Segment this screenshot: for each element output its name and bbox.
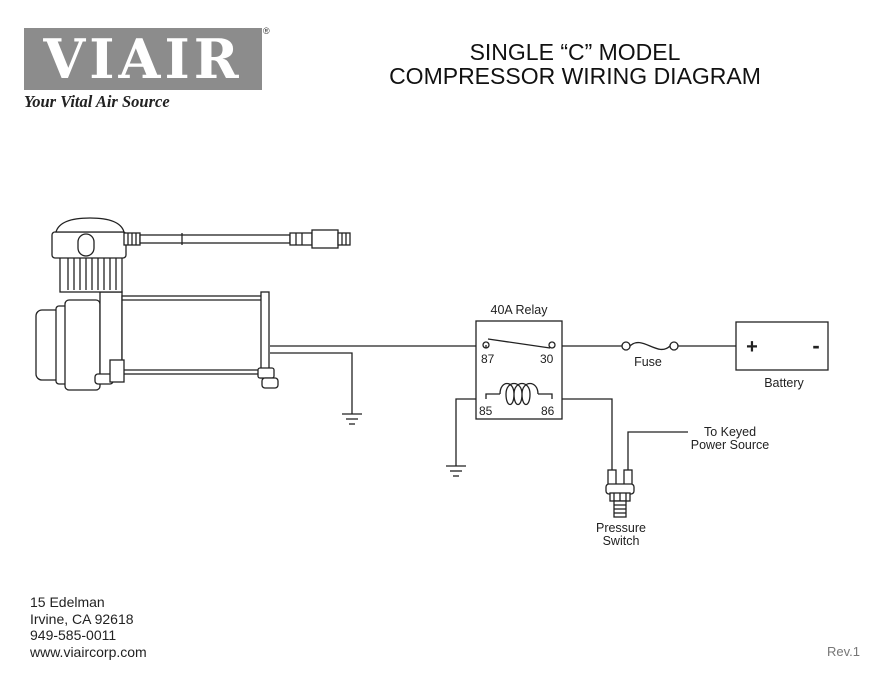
battery-label: Battery [764,376,804,390]
battery-icon [735,321,829,371]
viair-logo: VIAIR ® Your Vital Air Source [24,26,274,112]
title-line-1: SINGLE “C” MODEL [469,39,681,65]
wires [270,345,736,472]
address-city: Irvine, CA 92618 [30,610,134,627]
address-web: www.viaircorp.com [30,643,147,660]
logo-wordmark: VIAIR [43,27,243,91]
registered-mark: ® [263,26,270,36]
switch-label-line-2: Switch [603,534,640,548]
relay-pin-86: 86 [541,404,555,418]
wire-compressor-ground [270,352,353,414]
battery-plus: + [746,336,758,358]
compressor-icon [35,217,351,391]
keyed-power-line-1: To Keyed [704,425,756,439]
fuse-label: Fuse [634,355,662,369]
relay-label: 40A Relay [491,303,549,317]
revision-label: Rev.1 [827,644,860,659]
fuse-icon [621,341,679,351]
company-address: 15 Edelman Irvine, CA 92618 949-585-0011… [30,594,147,660]
ground-icon [342,413,362,425]
logo-box [24,28,262,90]
wire-keyed-power [627,431,688,472]
relay-pin-87: 87 [481,352,495,366]
logo-tagline: Your Vital Air Source [24,92,170,111]
relay-pin-85: 85 [479,404,493,418]
keyed-power-line-2: Power Source [691,438,770,452]
diagram-title: SINGLE “C” MODEL COMPRESSOR WIRING DIAGR… [330,40,820,88]
wire-relay-86-to-switch [552,398,613,472]
wire-relay-85-ground [455,398,484,466]
address-street: 15 Edelman [30,594,105,610]
battery-minus: - [812,333,819,358]
switch-label-line-1: Pressure [596,521,646,535]
address-phone: 949-585-0011 [30,627,117,643]
relay-pin-30: 30 [540,352,554,366]
title-line-2: COMPRESSOR WIRING DIAGRAM [389,63,761,89]
ground-icon [446,465,466,477]
relay-icon [475,320,563,420]
pressure-switch-icon [605,469,635,518]
